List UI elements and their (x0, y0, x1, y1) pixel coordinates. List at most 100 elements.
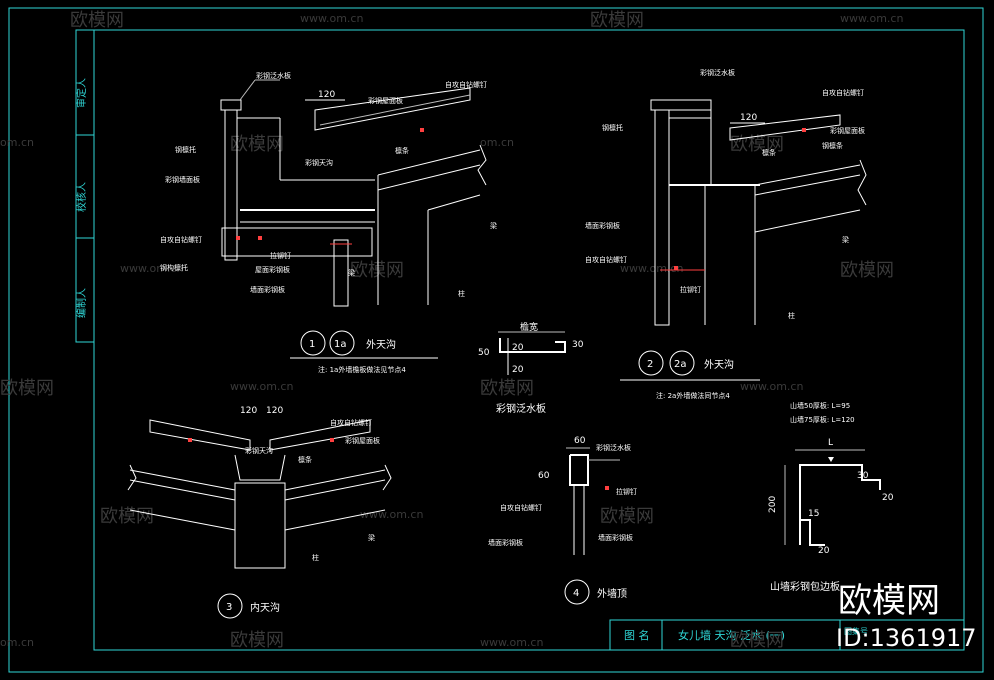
outer-frame (8, 7, 984, 673)
detail-2-callouts: 彩钢泛水板 自攻自钻螺钉 彩钢屋面板 钢檩托 檩条 钢檩条 墙面彩钢板 自攻自钻… (585, 68, 865, 320)
svg-text:彩钢屋面板: 彩钢屋面板 (830, 126, 865, 135)
svg-text:欧模网: 欧模网 (480, 378, 534, 399)
svg-text:彩钢天沟: 彩钢天沟 (245, 446, 273, 455)
dim-d2-120: 120 (740, 113, 757, 123)
svg-text:L: L (828, 438, 833, 448)
svg-text:www.om.cn: www.om.cn (740, 380, 803, 393)
svg-text:20: 20 (512, 365, 524, 375)
svg-text:4: 4 (573, 588, 579, 599)
svg-text:彩钢屋面板: 彩钢屋面板 (368, 96, 403, 105)
detail-4-drawing (566, 447, 620, 555)
detail-2-drawing (650, 99, 867, 326)
svg-text:注: 1a外墙檐板做法见节点4: 注: 1a外墙檐板做法见节点4 (318, 365, 406, 374)
svg-text:www.om.cn: www.om.cn (230, 380, 293, 393)
svg-text:审定人: 审定人 (75, 78, 88, 108)
svg-text:欧模网: 欧模网 (350, 260, 404, 281)
dim-d1-120: 120 (318, 90, 335, 100)
svg-text:钢构檩托: 钢构檩托 (160, 263, 188, 272)
svg-text:墙面彩钢板: 墙面彩钢板 (488, 538, 523, 547)
svg-text:内天沟: 内天沟 (250, 601, 280, 614)
watermark-id: ID:1361917 (836, 624, 977, 652)
svg-text:墙面彩钢板: 墙面彩钢板 (585, 221, 620, 230)
svg-text:拉铆钉: 拉铆钉 (270, 251, 291, 260)
detail-1-callouts: 彩钢泛水板 自攻自钻螺钉 彩钢屋面板 檩条 钢檩托 彩钢天沟 彩钢墙面板 自攻自… (160, 71, 497, 298)
svg-text:梁: 梁 (368, 533, 375, 542)
svg-text:墙面彩钢板: 墙面彩钢板 (598, 533, 633, 542)
svg-text:欧模网: 欧模网 (590, 10, 644, 31)
detail-4-label: 4 外墙顶 (564, 579, 627, 605)
svg-text:自攻自钻螺钉: 自攻自钻螺钉 (822, 88, 864, 97)
svg-text:2a: 2a (674, 359, 687, 370)
svg-text:自攻自钻螺钉: 自攻自钻螺钉 (445, 80, 487, 89)
svg-text:20: 20 (882, 493, 894, 503)
svg-text:彩钢泛水板: 彩钢泛水板 (700, 68, 735, 77)
detail-3-label: 3 内天沟 (217, 593, 280, 619)
svg-text:柱: 柱 (458, 289, 465, 298)
gable-drawing (784, 449, 881, 546)
svg-text:200: 200 (768, 496, 778, 513)
detail-1-label: 1 1a 外天沟 注: 1a外墙檐板做法见节点4 (290, 330, 438, 374)
svg-text:120: 120 (266, 406, 283, 416)
gable-spec-1: 山墙50厚板: L=95 (790, 401, 850, 410)
svg-text:www.om.cn: www.om.cn (120, 262, 183, 275)
svg-text:1: 1 (309, 339, 315, 350)
svg-text:梁: 梁 (348, 268, 355, 277)
svg-text:欧模网: 欧模网 (230, 134, 284, 155)
title-label-no: 图集号 (844, 626, 868, 636)
svg-text:外天沟: 外天沟 (704, 358, 734, 371)
drawing-title: 女儿墙 天沟 泛水 (一) (678, 628, 785, 642)
svg-text:注: 2a外墙做法同节点4: 注: 2a外墙做法同节点4 (656, 391, 730, 400)
svg-text:檩条: 檩条 (298, 455, 312, 464)
svg-text:20: 20 (818, 546, 830, 556)
watermarks: 欧模网 www.om.cn 欧模网 www.om.cn 欧模网 om.cn 欧模… (0, 10, 903, 651)
svg-text:欧模网: 欧模网 (100, 506, 154, 527)
svg-text:自攻自钻螺钉: 自攻自钻螺钉 (160, 235, 202, 244)
flashing-drawing: 檐宽 20 30 50 20 彩钢泛水板 (478, 321, 584, 415)
gable-spec-2: 山墙75厚板: L=120 (790, 415, 855, 424)
svg-text:欧模网: 欧模网 (70, 10, 124, 31)
side-label-2: 校核人 (75, 182, 88, 212)
svg-text:www.om.cn: www.om.cn (620, 262, 683, 275)
svg-text:自攻自钻螺钉: 自攻自钻螺钉 (585, 255, 627, 264)
svg-text:拉铆钉: 拉铆钉 (616, 487, 637, 496)
svg-text:20: 20 (512, 343, 524, 353)
svg-text:自攻自钻螺钉: 自攻自钻螺钉 (330, 418, 372, 427)
flashing-title: 彩钢泛水板 (496, 402, 546, 415)
svg-text:梁: 梁 (490, 221, 497, 230)
side-strip (75, 29, 95, 343)
detail-2-label: 2 2a 外天沟 注: 2a外墙做法同节点4 (620, 350, 760, 400)
svg-text:屋面彩钢板: 屋面彩钢板 (255, 265, 290, 274)
svg-text:3: 3 (226, 602, 232, 613)
svg-text:欧模网: 欧模网 (600, 506, 654, 527)
title-block: 图 名 女儿墙 天沟 泛水 (一) 图集号 (609, 619, 965, 651)
svg-text:欧模网: 欧模网 (230, 630, 284, 651)
svg-text:彩钢屋面板: 彩钢屋面板 (345, 436, 380, 445)
svg-text:彩钢天沟: 彩钢天沟 (305, 158, 333, 167)
side-label-1: 审定人 (75, 78, 88, 108)
svg-text:欧模网: 欧模网 (730, 134, 784, 155)
svg-text:拉铆钉: 拉铆钉 (680, 285, 701, 294)
detail-3-callouts: 自攻自钻螺钉 彩钢屋面板 彩钢天沟 檩条 梁 柱 (245, 418, 380, 562)
svg-text:外天沟: 外天沟 (366, 338, 396, 351)
svg-text:柱: 柱 (312, 553, 319, 562)
svg-text:钢檩托: 钢檩托 (602, 123, 623, 132)
svg-text:钢檩托: 钢檩托 (175, 145, 196, 154)
svg-text:om.cn: om.cn (0, 136, 34, 149)
svg-text:墙面彩钢板: 墙面彩钢板 (250, 285, 285, 294)
svg-text:自攻自钻螺钉: 自攻自钻螺钉 (500, 503, 542, 512)
svg-text:30: 30 (572, 340, 584, 350)
svg-text:钢檩条: 钢檩条 (822, 141, 843, 150)
svg-text:2: 2 (647, 359, 653, 370)
title-label-name: 图 名 (624, 628, 650, 642)
svg-text:120: 120 (240, 406, 257, 416)
svg-text:檩条: 檩条 (762, 148, 776, 157)
svg-text:彩钢泛水板: 彩钢泛水板 (256, 71, 291, 80)
gable-title: 山墙彩钢包边板 (770, 580, 840, 593)
detail-1-drawing (220, 87, 487, 307)
svg-text:欧模网: 欧模网 (0, 378, 54, 399)
svg-text:校核人: 校核人 (75, 182, 88, 212)
svg-text:1a: 1a (334, 339, 347, 350)
svg-text:彩钢泛水板: 彩钢泛水板 (596, 443, 631, 452)
svg-text:欧模网: 欧模网 (838, 581, 940, 621)
